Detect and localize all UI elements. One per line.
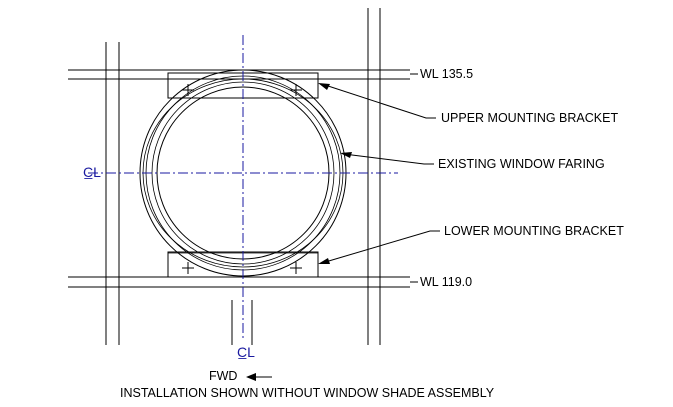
lower-bracket-label: LOWER MOUNTING BRACKET [444,224,624,238]
window-faring-label: EXISTING WINDOW FARING [438,157,605,171]
centerline-symbol-vertical: C̲L [237,344,255,360]
fastener-icon [182,262,194,274]
fwd-label: FWD [209,369,237,383]
leader-window-faring [340,152,434,165]
wl-lower-label: WL 119.0 [420,275,472,289]
wl-upper-label: WL 135.5 [420,67,473,81]
leader-lower-bracket [318,230,440,264]
caption: INSTALLATION SHOWN WITHOUT WINDOW SHADE … [120,386,495,400]
frame-vertical-members [105,8,381,345]
fastener-icon [290,84,302,96]
centerlines [88,35,398,338]
centerline-symbol-horizontal: C̲L [83,164,101,180]
fwd-arrow-icon [246,373,272,381]
leader-upper-bracket [318,83,436,119]
upper-bracket-label: UPPER MOUNTING BRACKET [441,111,618,125]
fastener-icon [290,262,302,274]
window-faring [139,69,347,277]
